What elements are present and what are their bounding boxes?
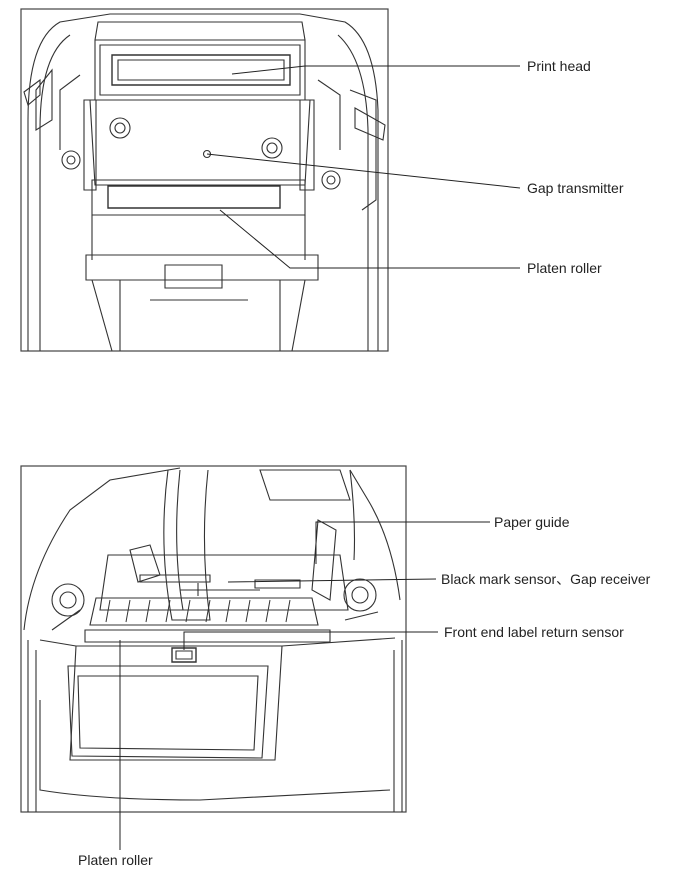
label-paper-guide: Paper guide [494, 514, 570, 530]
label-gap-transmitter: Gap transmitter [527, 180, 624, 196]
leader-platen-roller-top [219, 209, 520, 269]
label-platen-roller-bottom: Platen roller [78, 852, 153, 868]
label-print-head: Print head [527, 58, 591, 74]
top-panel [20, 8, 389, 352]
leader-paper-guide [315, 521, 490, 564]
bottom-leaders [119, 521, 490, 850]
bottom-panel [20, 465, 407, 813]
leader-gap-transmitter [206, 153, 521, 189]
top-leaders [206, 65, 521, 269]
bottom-panel-frame [20, 465, 407, 813]
leader-print-head [231, 65, 520, 75]
label-black-mark-sensor: Black mark sensor、Gap receiver [441, 571, 651, 587]
label-platen-roller-top: Platen roller [527, 260, 602, 276]
label-front-end-sensor: Front end label return sensor [444, 624, 624, 640]
top-panel-frame [20, 8, 389, 352]
leader-front-end-sensor [183, 631, 438, 650]
leader-black-mark-sensor [197, 578, 437, 596]
